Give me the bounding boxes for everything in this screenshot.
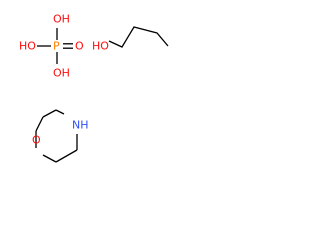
structure-svg: OH HO P O OH HO O NH bbox=[19, 13, 169, 163]
ring-bond-4 bbox=[55, 149, 78, 163]
butanol: HO bbox=[92, 26, 169, 53]
ho-left-label: HO bbox=[19, 40, 36, 53]
ring-bond-5 bbox=[42, 154, 57, 163]
morpholine: O NH bbox=[32, 109, 89, 163]
phosphoric-acid: OH HO P O OH bbox=[19, 13, 84, 80]
ring-bond-7 bbox=[35, 116, 44, 132]
morpholine-oxygen-label: O bbox=[32, 134, 41, 147]
morpholine-nh-label: NH bbox=[72, 119, 89, 132]
ring-bond-2 bbox=[55, 109, 65, 115]
ring-bond-1 bbox=[42, 109, 57, 118]
structure-canvas: OH HO P O OH HO O NH bbox=[0, 0, 197, 171]
butanol-carbon-chain bbox=[108, 26, 169, 48]
oh-top-label: OH bbox=[53, 13, 70, 26]
oxo-oxygen-label: O bbox=[75, 40, 84, 53]
phosphorus-label: P bbox=[53, 40, 60, 53]
oh-bottom-label: OH bbox=[53, 67, 70, 80]
butanol-ho-label: HO bbox=[92, 40, 109, 53]
